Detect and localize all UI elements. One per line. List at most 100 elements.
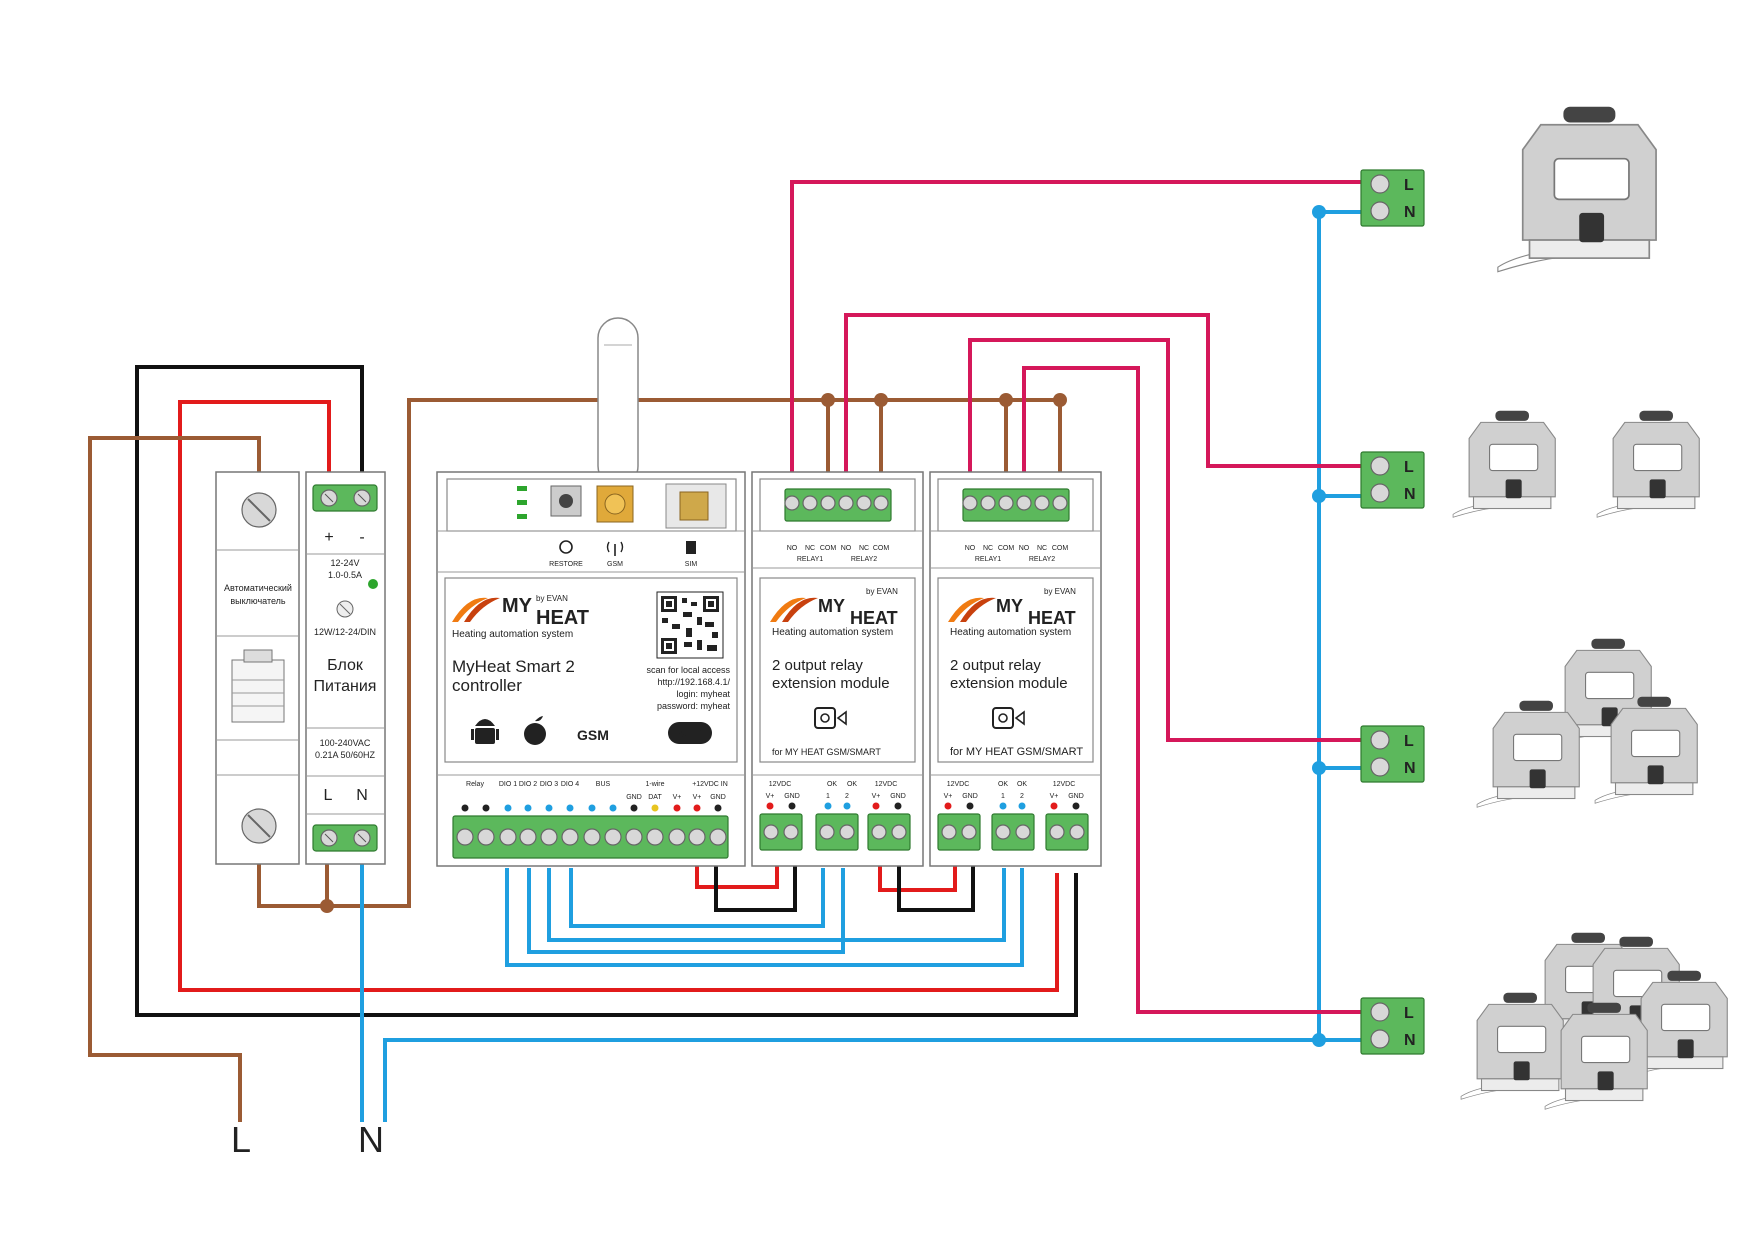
rm2-ok-2: OK — [1017, 781, 1027, 788]
pin-gnd: GND — [626, 794, 642, 801]
rm1-gnd-a: GND — [784, 793, 800, 800]
rm1-gnd-b: GND — [890, 793, 906, 800]
out1-l: L — [1404, 177, 1414, 194]
rm1-relay2: RELAY2 — [851, 556, 877, 563]
rm2-footer: for MY HEAT GSM/SMART — [950, 746, 1083, 758]
actuator-3b — [1476, 700, 1580, 808]
rm2-logo-by: by EVAN — [1044, 587, 1076, 596]
rm2-gnd-b: GND — [1068, 793, 1084, 800]
blue-dio-2 — [527, 868, 845, 954]
magenta-out-1 — [790, 180, 1367, 474]
rm2-pin1: 1 — [1001, 793, 1005, 800]
rm2-title-1: 2 output relay — [950, 657, 1041, 674]
rm2-12vdc-a: 12VDC — [947, 781, 970, 788]
logo-heat: HEAT — [536, 607, 589, 629]
rm1-ok: OK — [827, 781, 837, 788]
out4-n: N — [1404, 1032, 1416, 1049]
gsm-logo: GSM — [577, 727, 609, 743]
rm1-title-1: 2 output relay — [772, 657, 863, 674]
rm2-pin2: 2 — [1020, 793, 1024, 800]
psu-title-1: Блок — [327, 657, 364, 674]
output-terminal-1: L N — [1360, 169, 1425, 227]
scan-text-3: login: myheat — [676, 689, 730, 699]
psu-minus: - — [359, 529, 364, 546]
breaker-toggle[interactable] — [231, 659, 285, 723]
wifi-logo: Wi Fi — [668, 722, 712, 744]
output-terminal-3: L N — [1360, 725, 1425, 783]
pin-onewire: 1-wire — [645, 781, 664, 788]
rm2-com-1: COM — [998, 545, 1015, 552]
controller-tagline: Heating automation system — [452, 629, 573, 640]
rm2-tagline: Heating automation system — [950, 627, 1071, 638]
pin-pwr: +12VDC IN — [692, 781, 728, 788]
rm2-no-2: NO — [1019, 545, 1030, 552]
rm2-relay2: RELAY2 — [1029, 556, 1055, 563]
relay-module-1: NO NC COM NO NC COM RELAY1 RELAY2 MY HEA… — [751, 471, 924, 867]
blue-dio-4 — [569, 868, 825, 928]
restore-label: RESTORE — [549, 561, 583, 568]
mains-n-label: N — [358, 1119, 384, 1160]
rm1-com-1: COM — [820, 545, 837, 552]
pin-gnd2: GND — [710, 794, 726, 801]
actuator-1 — [1497, 105, 1657, 273]
scan-text-2: http://192.168.4.1/ — [657, 677, 730, 687]
rm2-vplus-b: V+ — [1050, 793, 1059, 800]
pin-bus: BUS — [596, 781, 611, 788]
controller-title-2: controller — [452, 676, 522, 695]
rm2-vplus-a: V+ — [944, 793, 953, 800]
pin-dio1: DIO 1 — [499, 781, 517, 788]
black-12v-link-2 — [897, 863, 975, 912]
pin-relay: Relay — [466, 781, 484, 788]
rm1-logo-by: by EVAN — [866, 587, 898, 596]
output-terminal-4: L N — [1360, 997, 1425, 1055]
brown-wire-l-in — [88, 436, 261, 1122]
rm1-com-2: COM — [873, 545, 890, 552]
psu-l: L — [324, 787, 333, 804]
rm1-no-2: NO — [841, 545, 852, 552]
controller-pin-dots — [461, 804, 722, 812]
output-terminal-2: L N — [1360, 451, 1425, 509]
rm1-logo-heat: HEAT — [850, 608, 898, 628]
gsm-label: GSM — [607, 561, 623, 568]
sim-icon — [686, 541, 696, 554]
psu-n: N — [356, 787, 368, 804]
blue-dio-3 — [547, 868, 1006, 942]
qr-code — [656, 591, 724, 659]
mains-l-label: L — [231, 1119, 251, 1160]
relay-module-2: NO NC COM NO NC COM RELAY1 RELAY2 MY HEA… — [929, 471, 1102, 867]
rm1-nc-2: NC — [859, 545, 869, 552]
actuators — [1452, 105, 1728, 1110]
rm1-vplus-a: V+ — [766, 793, 775, 800]
sim-label: SIM — [685, 561, 698, 568]
black-wire — [135, 365, 1078, 1017]
rm2-gnd-a: GND — [962, 793, 978, 800]
logo-by: by EVAN — [536, 594, 568, 603]
rm2-ok: OK — [998, 781, 1008, 788]
blue-junctions — [1312, 205, 1326, 1047]
apple-icon — [524, 716, 546, 745]
rm1-vplus-b: V+ — [872, 793, 881, 800]
rm1-ok-2: OK — [847, 781, 857, 788]
myheat-logo: MY HEAT by EVAN — [452, 594, 589, 629]
out3-n: N — [1404, 760, 1416, 777]
rm1-pin1: 1 — [826, 793, 830, 800]
restore-icon — [559, 540, 573, 554]
psu-iout: 1.0-0.5A — [328, 570, 362, 580]
rm2-com-2: COM — [1052, 545, 1069, 552]
magenta-out-3 — [968, 338, 1367, 742]
actuator-4d — [1460, 992, 1564, 1100]
rm1-12vdc-b: 12VDC — [875, 781, 898, 788]
rm2-12vdc-b: 12VDC — [1053, 781, 1076, 788]
scan-text-1: scan for local access — [646, 665, 730, 675]
gsm-antenna-icon — [606, 541, 624, 556]
output-terminals: L N L N L N L N — [1360, 169, 1425, 1055]
out1-n: N — [1404, 204, 1416, 221]
rm1-title-2: extension module — [772, 675, 890, 692]
breaker-label-1: Автоматический — [224, 583, 292, 593]
rm1-tagline: Heating automation system — [772, 627, 893, 638]
blue-wire-n-out — [383, 210, 1321, 1122]
actuator-2a — [1452, 410, 1556, 518]
rm2-logo-my: MY — [996, 596, 1023, 616]
pin-vplus: V+ — [673, 794, 682, 801]
